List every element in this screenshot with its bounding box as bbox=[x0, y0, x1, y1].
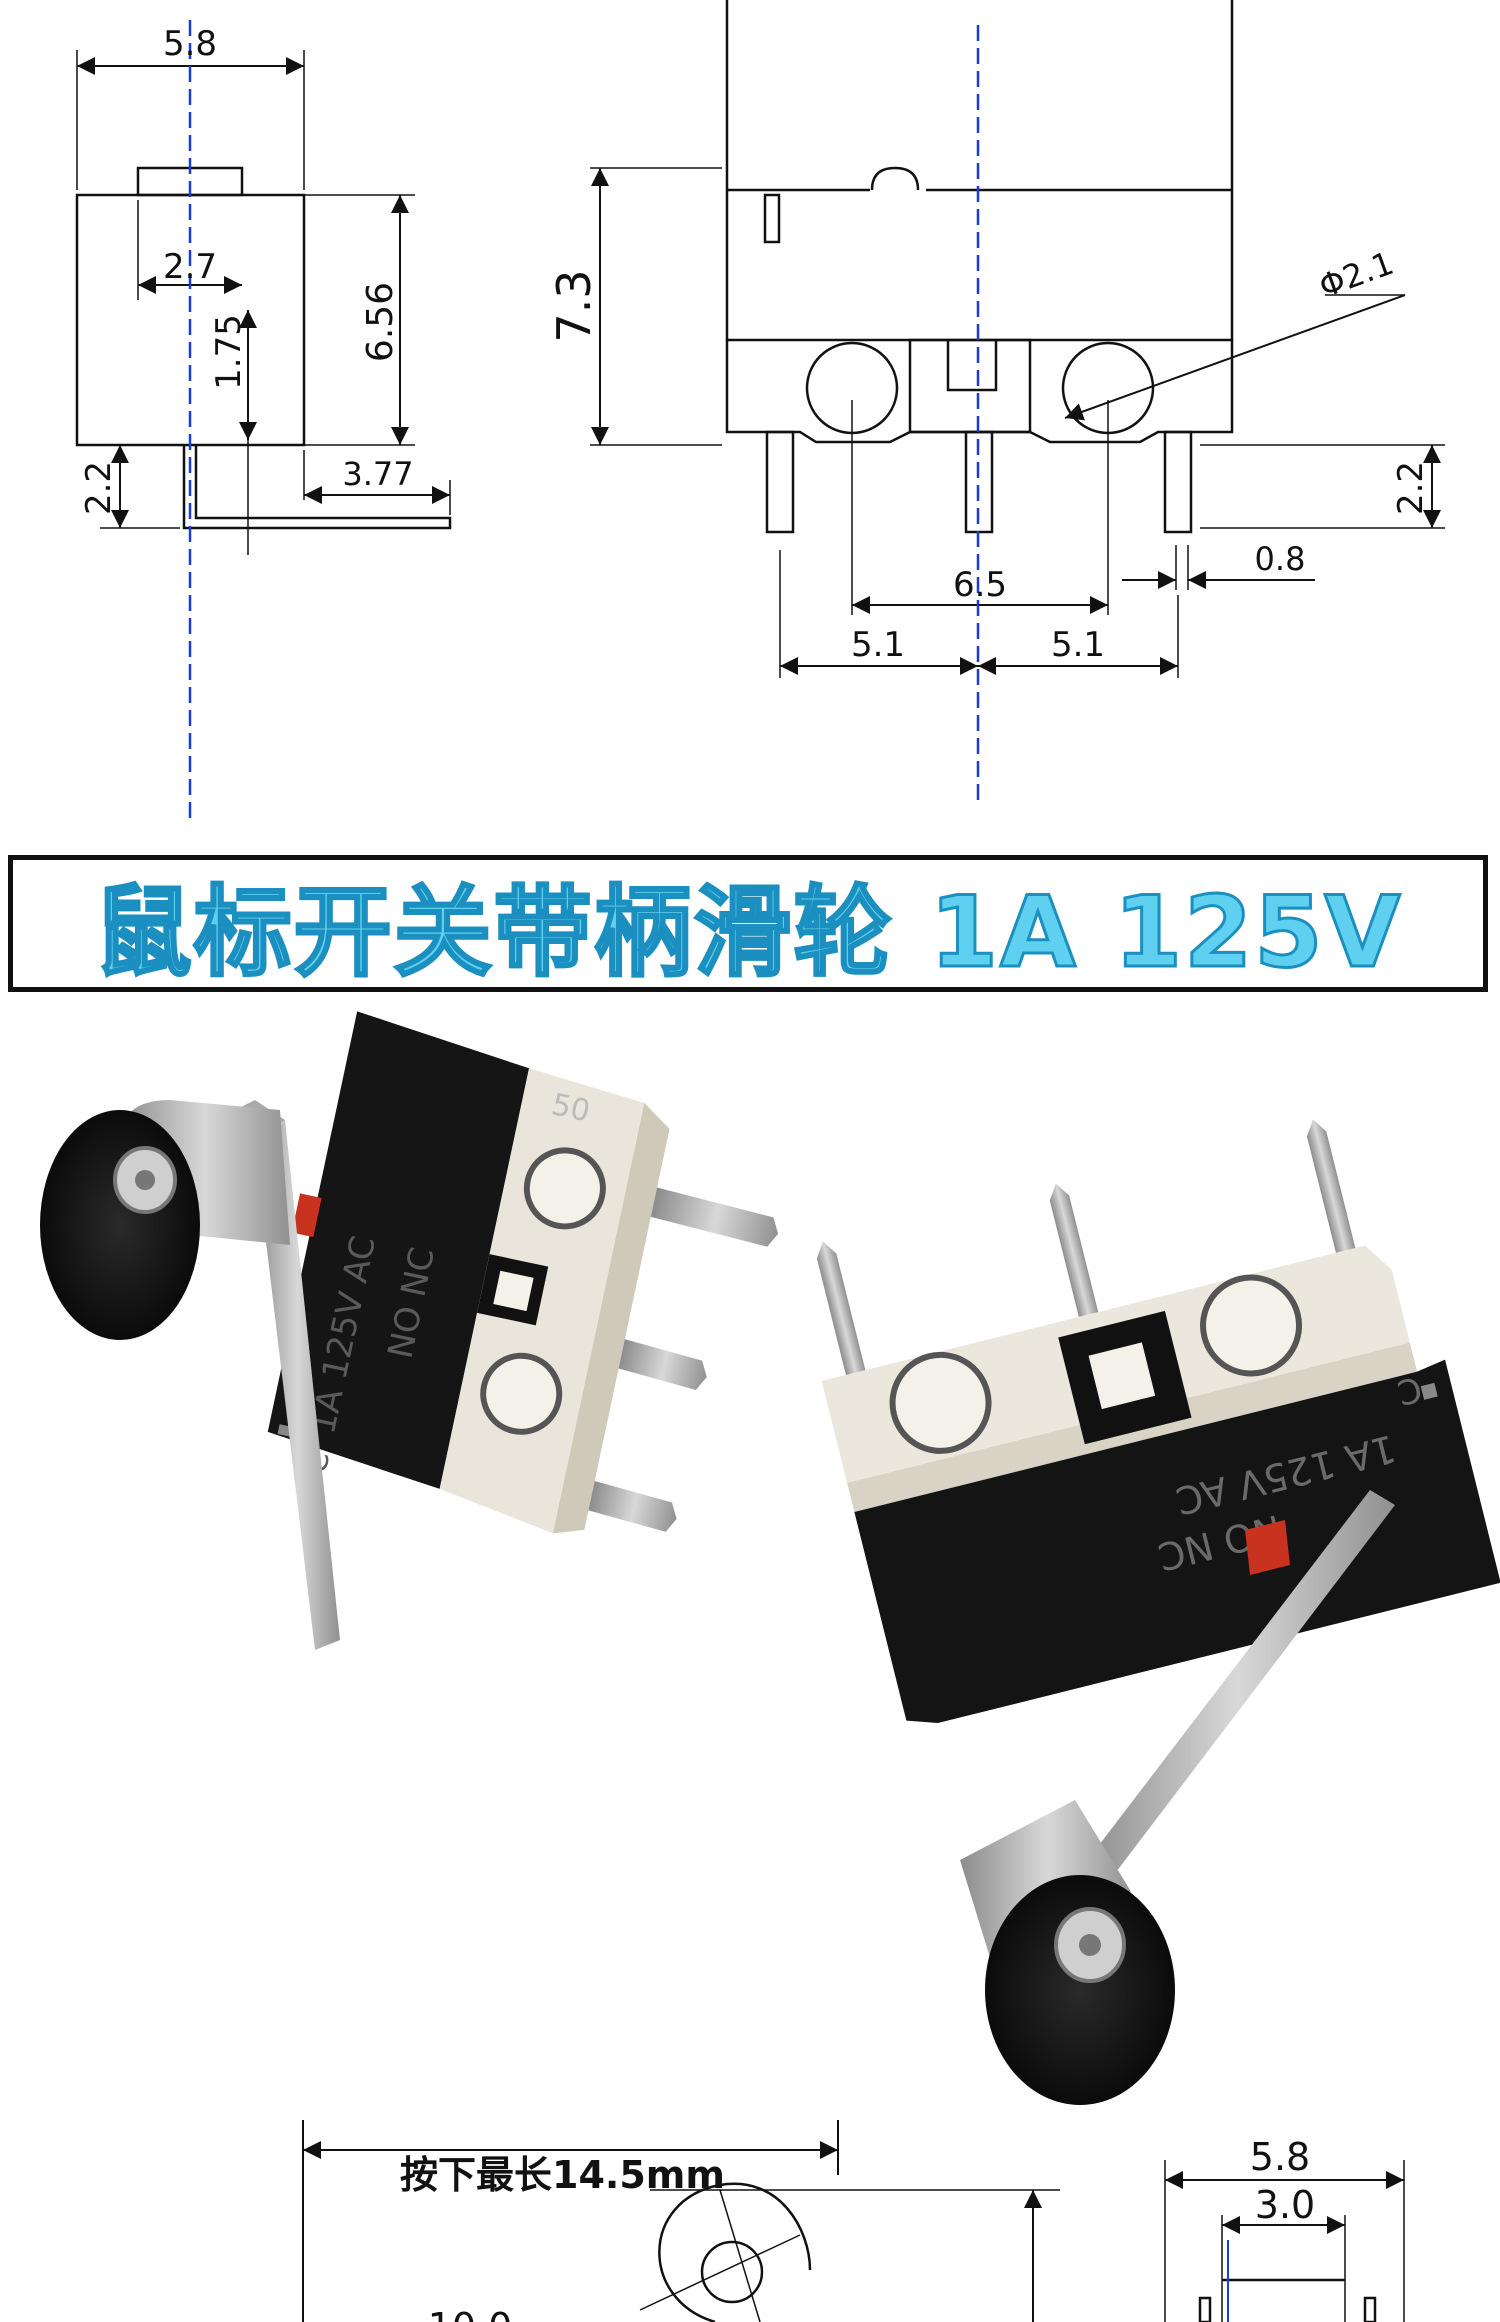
dim-3-77: 3.77 bbox=[342, 455, 413, 493]
dim-2-2-left: 2.2 bbox=[79, 461, 119, 515]
title-banner: 鼠标开关带柄滑轮 1A 125V bbox=[8, 855, 1488, 992]
left-switch-marking-50: 50 bbox=[548, 1087, 593, 1129]
dim-2-2-right: 2.2 bbox=[1391, 461, 1431, 515]
switch-photo-right: 1A 125V AC NO NC C bbox=[816, 1119, 1500, 2105]
product-title: 鼠标开关带柄滑轮 1A 125V bbox=[92, 874, 1403, 991]
bottom-press-length-label: 按下最长14.5mm bbox=[400, 2153, 725, 2197]
bottom-dim-3-0: 3.0 bbox=[1255, 2183, 1315, 2227]
bottom-dim-partial: 10.0 bbox=[428, 2305, 513, 2322]
dim-5-1-right: 5.1 bbox=[1051, 625, 1105, 665]
switch-photo-left: 1A 125V AC NO NC C 50 bbox=[40, 1011, 779, 1650]
front-view-drawing bbox=[590, 0, 1445, 678]
dim-6-5: 6.5 bbox=[953, 565, 1007, 605]
dim-5-1-left: 5.1 bbox=[851, 625, 905, 665]
dim-dia-2-1: Φ2.1 bbox=[1314, 244, 1398, 306]
dim-2-7: 2.7 bbox=[163, 247, 217, 287]
dim-0-8: 0.8 bbox=[1255, 540, 1306, 578]
dim-5-8: 5.8 bbox=[163, 24, 217, 64]
dim-6-56: 6.56 bbox=[360, 282, 401, 362]
dim-1-75: 1.75 bbox=[209, 314, 249, 390]
bottom-dim-5-8: 5.8 bbox=[1250, 2135, 1310, 2179]
bottom-drawing bbox=[302, 2120, 1405, 2322]
dim-7-3: 7.3 bbox=[547, 269, 601, 342]
